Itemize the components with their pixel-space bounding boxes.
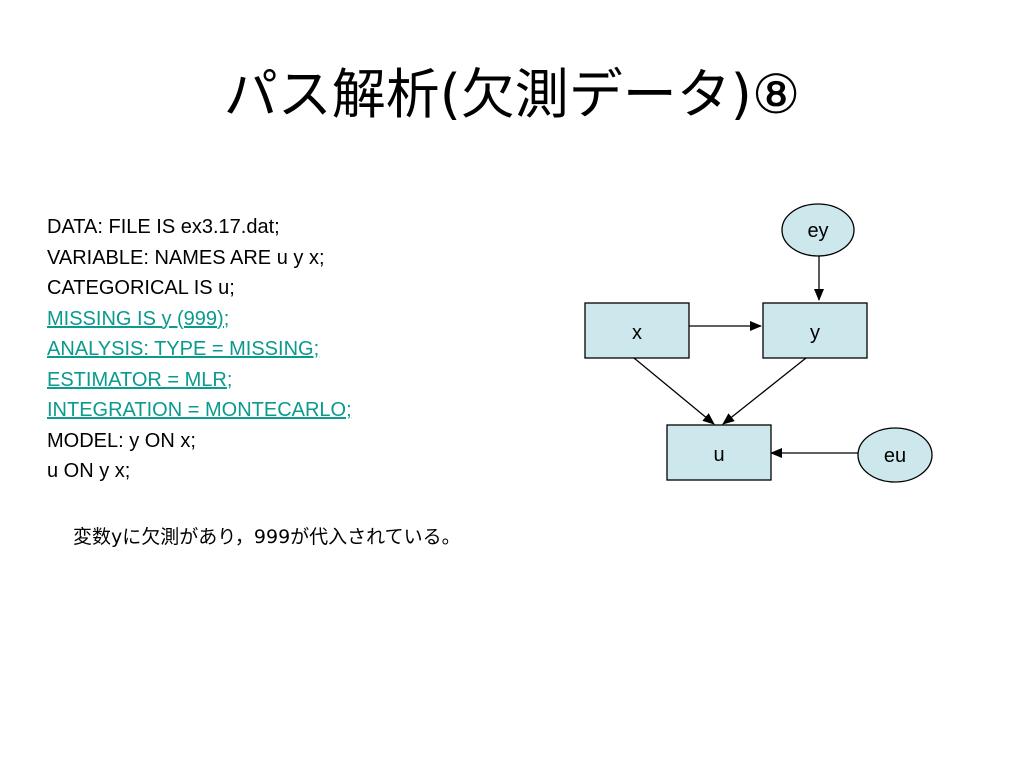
edge-y-to-u xyxy=(722,357,807,425)
code-line-missing-link[interactable]: MISSING IS y (999); xyxy=(47,307,230,330)
node-u: u xyxy=(666,424,772,481)
node-x: x xyxy=(584,302,690,359)
node-y-label: y xyxy=(810,322,820,344)
code-line-analysis-link[interactable]: ANALYSIS: TYPE = MISSING; xyxy=(47,338,320,360)
node-eu-label: eu xyxy=(884,445,906,467)
code-block: DATA: FILE IS ex3.17.dat; VARIABLE: NAME… xyxy=(47,212,517,487)
code-line-u-on: u ON y x; xyxy=(47,460,131,482)
node-y: y xyxy=(762,302,868,359)
node-eu: eu xyxy=(857,427,933,483)
code-line-estimator-link[interactable]: ESTIMATOR = MLR; xyxy=(47,368,233,391)
missing-data-note: 変数yに欠測があり，999が代入されている。 xyxy=(73,526,461,548)
code-line-model: MODEL: y ON x; xyxy=(47,429,196,452)
code-line-data: DATA: FILE IS ex3.17.dat; xyxy=(47,216,280,238)
slide-title: パス解析(欠測データ)⑧ xyxy=(223,63,801,126)
code-line-integration-link[interactable]: INTEGRATION = MONTECARLO; xyxy=(47,399,352,421)
code-line-categorical: CATEGORICAL IS u; xyxy=(47,277,235,299)
node-ey-label: ey xyxy=(807,220,828,242)
node-u-label: u xyxy=(713,444,724,466)
node-x-label: x xyxy=(632,322,642,344)
node-ey: ey xyxy=(781,203,855,257)
edge-x-to-u xyxy=(633,357,715,425)
code-line-variable: VARIABLE: NAMES ARE u y x; xyxy=(47,246,325,269)
